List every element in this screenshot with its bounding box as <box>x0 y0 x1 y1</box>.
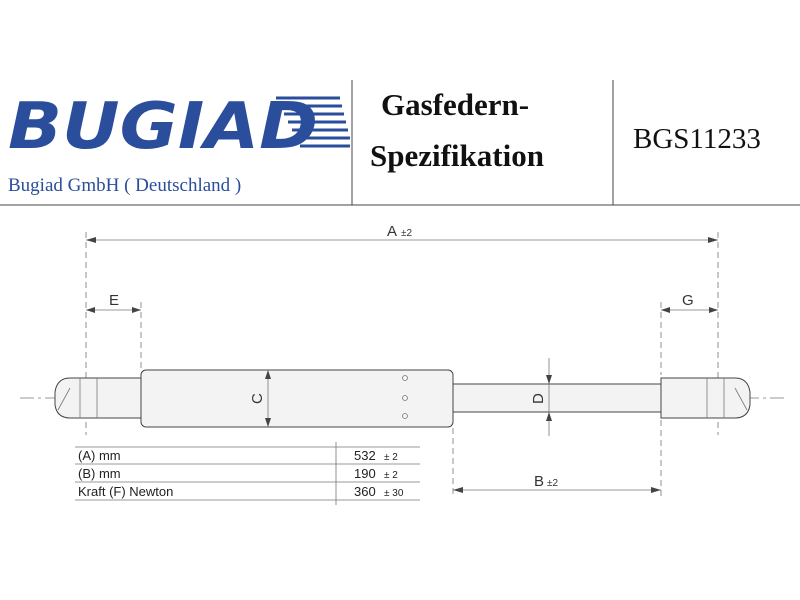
dim-a-tolerance: ±2 <box>401 228 412 239</box>
cylinder-body: C <box>140 369 454 428</box>
dim-b-label: B <box>534 473 544 490</box>
dimension-b: B ±2 <box>452 420 662 498</box>
dimension-g: G <box>660 292 718 375</box>
piston-rod: D <box>452 358 662 436</box>
sheet-title-line1: Gasfedern- <box>381 87 529 122</box>
dim-g-label: G <box>682 292 694 309</box>
table-row: Kraft (F) Newton 360 ± 30 <box>78 484 404 499</box>
table-row: (B) mm 190 ± 2 <box>78 466 398 481</box>
dim-a-label: A <box>387 223 397 240</box>
row-value: 190 <box>354 466 376 481</box>
spec-table: (A) mm 532 ± 2 (B) mm 190 ± 2 Kraft (F) … <box>75 442 420 505</box>
sheet-title-line2: Spezifikation <box>370 138 544 173</box>
row-value: 532 <box>354 448 376 463</box>
dimension-e: E <box>86 292 142 370</box>
left-end-fitting <box>54 377 142 419</box>
dimension-a: A ±2 <box>85 223 719 435</box>
row-label: Kraft (F) Newton <box>78 484 173 499</box>
brand-name: BUGIAD <box>8 90 318 164</box>
company-name: Bugiad GmbH ( Deutschland ) <box>8 175 241 196</box>
row-label: (B) mm <box>78 466 121 481</box>
row-tolerance: ± 2 <box>384 452 398 463</box>
part-number: BGS11233 <box>633 123 761 155</box>
table-row: (A) mm 532 ± 2 <box>78 448 398 463</box>
brand-logo: BUGIAD <box>8 90 350 164</box>
header: BUGIAD Bugiad GmbH ( Deutschland ) Gasfe… <box>0 80 800 206</box>
logo-stripes-icon <box>276 96 350 148</box>
gas-spring-drawing: A ±2 E G <box>20 223 785 498</box>
row-tolerance: ± 2 <box>384 470 398 481</box>
dim-b-tolerance: ±2 <box>547 478 558 489</box>
dim-e-label: E <box>109 292 119 309</box>
dim-d-label: D <box>530 393 547 404</box>
row-label: (A) mm <box>78 448 121 463</box>
dim-c-label: C <box>249 393 266 404</box>
right-end-fitting <box>660 377 751 419</box>
row-value: 360 <box>354 484 376 499</box>
row-tolerance: ± 30 <box>384 488 404 499</box>
